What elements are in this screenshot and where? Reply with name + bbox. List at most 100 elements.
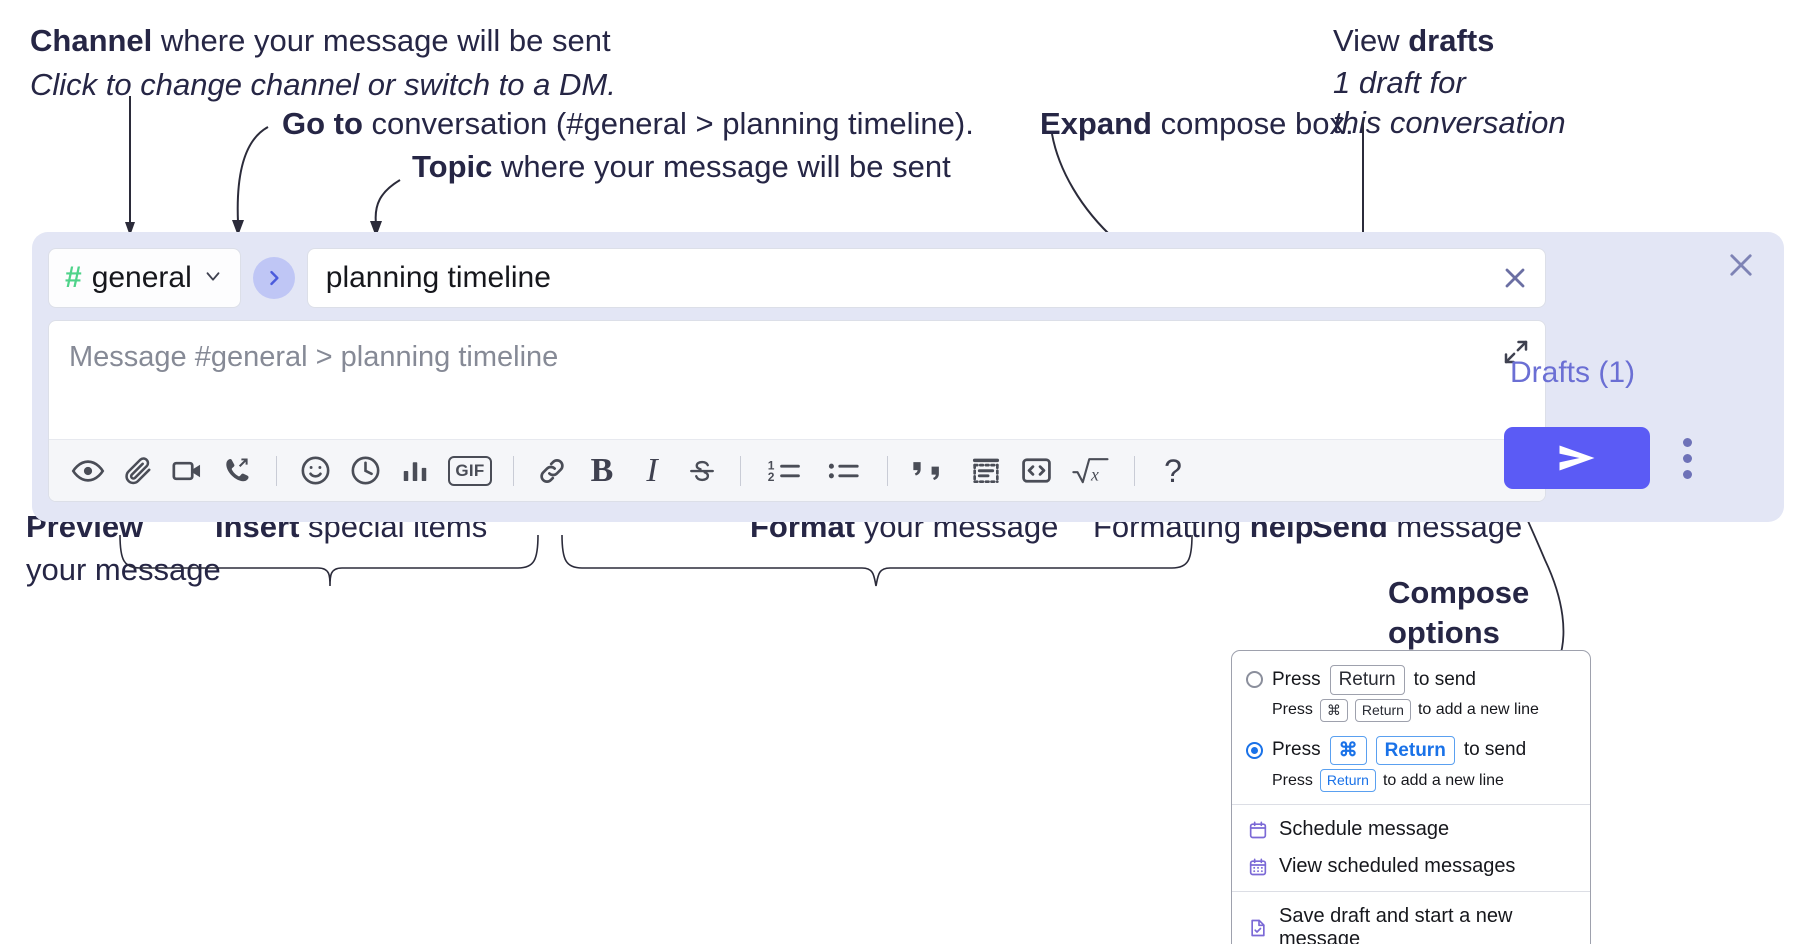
annotation-expand-strong: Expand bbox=[1040, 106, 1152, 141]
drafts-link[interactable]: Drafts (1) bbox=[1510, 356, 1636, 389]
goto-conversation-button[interactable] bbox=[252, 257, 295, 299]
compose-box: # general planning timeline M bbox=[32, 232, 1784, 522]
kebab-dot-1 bbox=[1682, 437, 1692, 447]
close-compose-icon[interactable] bbox=[1724, 248, 1758, 287]
send-option-return[interactable]: Press Return to send bbox=[1232, 663, 1590, 697]
clear-topic-icon[interactable] bbox=[1499, 262, 1531, 294]
radio-cmd-return[interactable] bbox=[1246, 741, 1263, 759]
ordered-list-button[interactable]: 1 2 bbox=[754, 446, 814, 496]
code-block-button[interactable] bbox=[961, 446, 1011, 496]
send-option-cmd-return[interactable]: Press ⌘ Return to send bbox=[1232, 734, 1590, 768]
menu-item-schedule-message[interactable]: Schedule message bbox=[1232, 811, 1590, 848]
audio-clip-button[interactable] bbox=[213, 446, 263, 496]
svg-text:x: x bbox=[1090, 464, 1099, 484]
annotation-channel-strong: Channel bbox=[30, 23, 153, 58]
calendar-icon bbox=[1248, 820, 1268, 840]
poll-button[interactable] bbox=[390, 446, 440, 496]
annotation-topic: Topic where your message will be sent bbox=[412, 148, 951, 186]
menu-item-view-scheduled[interactable]: View scheduled messages bbox=[1232, 848, 1590, 885]
message-placeholder: Message #general > planning timeline bbox=[69, 341, 559, 373]
send-option-cmd-tail: to send bbox=[1463, 739, 1527, 761]
annotation-preview-sub: your message bbox=[26, 551, 221, 587]
hint-tail-1: to add a new line bbox=[1417, 701, 1539, 719]
divider-3 bbox=[740, 455, 741, 486]
annotation-goto-strong: Go to bbox=[282, 106, 363, 141]
attach-button[interactable] bbox=[113, 446, 163, 496]
key-cmd-2: ⌘ bbox=[1329, 735, 1367, 766]
menu-item-save-draft[interactable]: Save draft and start a new message bbox=[1232, 898, 1590, 944]
code-button[interactable] bbox=[1011, 446, 1061, 496]
annotation-expand-rest: compose box. bbox=[1151, 106, 1354, 141]
annotation-channel-rest: where your message will be sent bbox=[152, 23, 611, 58]
annotation-goto-rest: conversation (#general > planning timeli… bbox=[362, 106, 974, 141]
channel-name: general bbox=[91, 261, 192, 294]
kebab-dot-3 bbox=[1682, 469, 1692, 479]
strikethrough-button[interactable] bbox=[677, 446, 727, 496]
calendar-grid-icon bbox=[1248, 857, 1268, 877]
topic-field[interactable]: planning timeline bbox=[306, 248, 1546, 308]
annotation-topic-rest: where your message will be sent bbox=[492, 149, 951, 184]
message-input[interactable]: Message #general > planning timeline bbox=[48, 320, 1546, 502]
emoji-button[interactable] bbox=[290, 446, 340, 496]
menu-item-save-draft-label: Save draft and start a new message bbox=[1279, 905, 1513, 944]
divider-1 bbox=[276, 455, 277, 486]
gif-label: GIF bbox=[448, 455, 492, 486]
send-button[interactable] bbox=[1504, 427, 1650, 489]
question-icon: ? bbox=[1164, 452, 1182, 489]
gif-button[interactable]: GIF bbox=[440, 446, 500, 496]
compose-header-row: # general planning timeline bbox=[48, 248, 1546, 308]
hint-pre-2: Press bbox=[1272, 771, 1313, 789]
menu-group-schedule: Schedule message View scheduled messages bbox=[1232, 805, 1590, 891]
svg-text:2: 2 bbox=[768, 469, 775, 483]
video-clip-button[interactable] bbox=[163, 446, 213, 496]
send-option-return-tail: to send bbox=[1413, 668, 1476, 690]
key-return-2: Return bbox=[1375, 735, 1455, 766]
annotation-compose-options-strong1: Compose bbox=[1388, 575, 1530, 610]
send-shortcut-options: Press Return to send Press ⌘ Return to a… bbox=[1232, 651, 1590, 804]
annotation-drafts-pre: View bbox=[1333, 23, 1409, 58]
blockquote-button[interactable] bbox=[901, 446, 961, 496]
menu-divider-1 bbox=[1232, 804, 1590, 806]
menu-divider-2 bbox=[1232, 891, 1590, 893]
save-draft-icon bbox=[1248, 918, 1268, 938]
annotation-compose-options-strong2: options bbox=[1388, 614, 1500, 650]
hint-pre-1: Press bbox=[1272, 701, 1313, 719]
key-return-3: Return bbox=[1319, 769, 1376, 793]
link-button[interactable] bbox=[527, 446, 577, 496]
send-option-return-hint: Press ⌘ Return to add a new line bbox=[1232, 697, 1590, 724]
divider-4 bbox=[887, 455, 888, 486]
send-option-cmd-press: Press bbox=[1272, 739, 1321, 761]
radio-return[interactable] bbox=[1246, 671, 1263, 689]
annotation-channel: Channel where your message will be sent … bbox=[30, 22, 616, 104]
bulleted-list-button[interactable] bbox=[814, 446, 874, 496]
bold-label: B bbox=[590, 451, 614, 489]
formatting-help-button[interactable]: ? bbox=[1148, 446, 1198, 496]
preview-button[interactable] bbox=[63, 446, 113, 496]
annotation-drafts-sub2: this conversation bbox=[1333, 104, 1566, 140]
key-return: Return bbox=[1329, 665, 1405, 695]
italic-label: I bbox=[646, 451, 658, 489]
chevron-down-icon bbox=[202, 265, 224, 292]
send-option-return-press: Press bbox=[1272, 668, 1321, 690]
menu-group-draft: Save draft and start a new message bbox=[1232, 892, 1590, 944]
bold-button[interactable]: B bbox=[577, 446, 627, 496]
schedule-button[interactable] bbox=[340, 446, 390, 496]
compose-right-panel: Drafts (1) bbox=[1494, 232, 1784, 522]
topic-value: planning timeline bbox=[325, 261, 551, 294]
annotation-expand: Expand compose box. bbox=[1040, 105, 1354, 143]
expand-icon[interactable] bbox=[1501, 337, 1531, 372]
compose-options-menu: Press Return to send Press ⌘ Return to a… bbox=[1231, 650, 1591, 944]
send-option-cmd-hint: Press Return to add a new line bbox=[1232, 767, 1590, 794]
formatting-toolbar: GIF B I bbox=[49, 439, 1545, 501]
channel-selector[interactable]: # general bbox=[48, 248, 241, 308]
annotation-drafts-strong: drafts bbox=[1408, 23, 1495, 58]
italic-button[interactable]: I bbox=[627, 446, 677, 496]
key-cmd-1: ⌘ bbox=[1319, 698, 1348, 722]
compose-options-button[interactable] bbox=[1670, 428, 1704, 488]
math-button[interactable]: x bbox=[1061, 446, 1121, 496]
annotation-drafts: View drafts 1 draft for this conversatio… bbox=[1333, 22, 1566, 141]
annotation-channel-sub: Click to change channel or switch to a D… bbox=[30, 66, 616, 102]
menu-item-schedule-message-label: Schedule message bbox=[1279, 818, 1450, 841]
annotation-topic-strong: Topic bbox=[412, 149, 493, 184]
annotation-goto: Go to conversation (#general > planning … bbox=[282, 105, 974, 143]
